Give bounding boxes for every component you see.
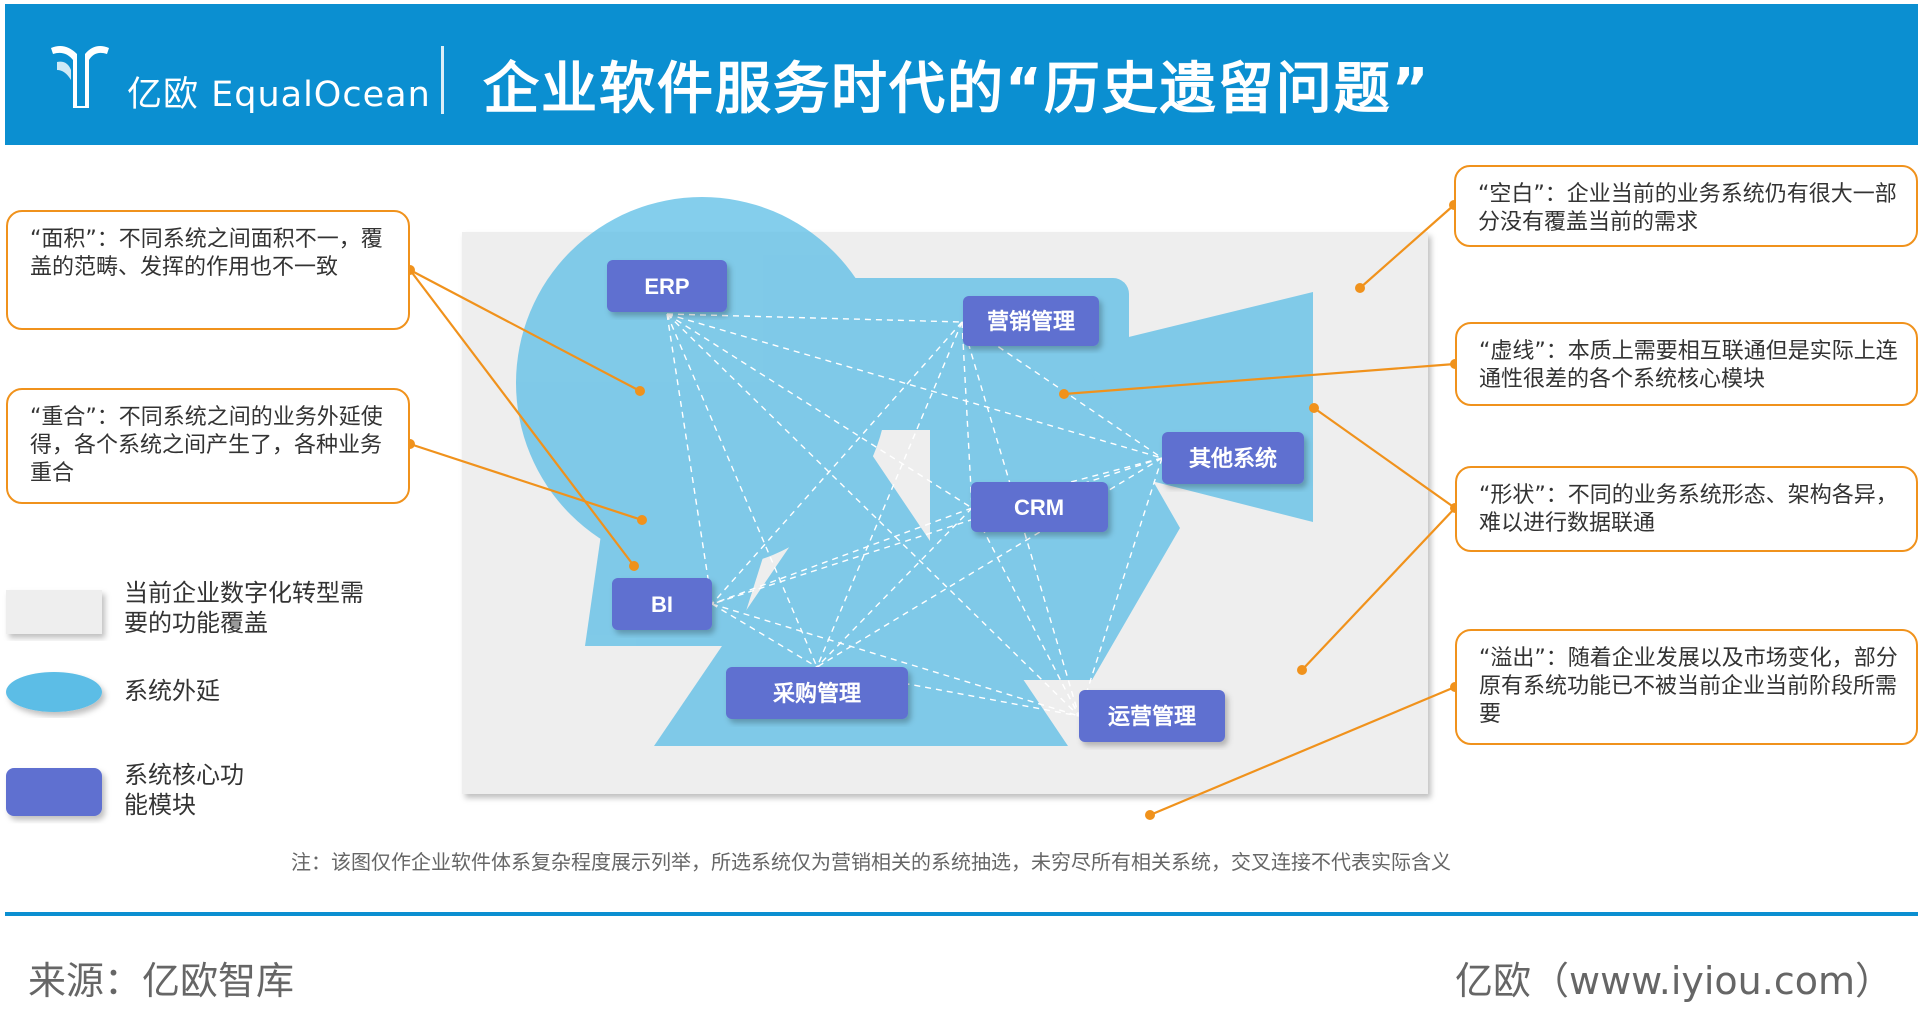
other-module[interactable]: 其他系统 bbox=[1162, 432, 1304, 484]
dashed-link-mkt-other bbox=[961, 321, 1163, 459]
legend-coverage-label: 当前企业数字化转型需要的功能覆盖 bbox=[124, 579, 364, 637]
erp-label: ERP bbox=[644, 274, 689, 299]
dashed-link-erp-crm bbox=[666, 313, 973, 509]
source-label: 来源：亿欧智库 bbox=[28, 959, 295, 1003]
callout-shape: “形状”：不同的业务系统形态、架构各异，难以进行数据联通 bbox=[1455, 466, 1918, 552]
legend-coverage-swatch bbox=[6, 590, 102, 634]
callout-blank: “空白”：企业当前的业务系统仍有很大一部分没有覆盖当前的需求 bbox=[1454, 165, 1918, 247]
callout-area-text: “面积”：不同系统之间面积不一，覆盖的范畴、发挥的作用也不一致 bbox=[30, 227, 383, 280]
erp-module[interactable]: ERP bbox=[607, 260, 727, 312]
dashed-link-mkt-crm bbox=[961, 321, 973, 509]
operations-label: 运营管理 bbox=[1108, 704, 1196, 729]
dashed-link-bi-pur bbox=[711, 603, 818, 668]
dashed-link-mkt-bi bbox=[711, 321, 963, 605]
dashed-link-crm-bi bbox=[711, 507, 973, 605]
footnote: 注：该图仅作企业软件体系复杂程度展示列举，所选系统仅为营销相关的系统抽选，未穷尽… bbox=[291, 850, 1451, 874]
callout-leader-lines bbox=[409, 204, 1456, 817]
brand-logo: 亿欧 EqualOcean bbox=[47, 34, 430, 115]
header-bar: 亿欧 EqualOcean 企业软件服务时代的“历史遗留问题” bbox=[5, 4, 1918, 145]
equalocean-logo-icon bbox=[51, 46, 109, 108]
dashed-link-erp-other bbox=[666, 313, 1163, 459]
callout-shape-text: “形状”：不同的业务系统形态、架构各异，难以进行数据联通 bbox=[1479, 483, 1898, 536]
dashed-connections bbox=[666, 313, 1163, 717]
dashed-link-other-ops bbox=[1078, 457, 1163, 717]
marketing-label: 营销管理 bbox=[987, 309, 1075, 334]
dashed-link-crm-pur bbox=[816, 507, 973, 668]
dashed-link-erp-ops bbox=[666, 313, 1080, 717]
crm-label: CRM bbox=[1014, 495, 1064, 520]
site-label: 亿欧（www.iyiou.com） bbox=[1454, 959, 1893, 1003]
operations-module[interactable]: 运营管理 bbox=[1079, 690, 1225, 742]
legend-extension-swatch bbox=[6, 672, 102, 712]
callout-dashed: “虚线”：本质上需要相互联通但是实际上连通性很差的各个系统核心模块 bbox=[1455, 322, 1918, 406]
bi-label: BI bbox=[651, 592, 673, 617]
purchasing-module[interactable]: 采购管理 bbox=[726, 667, 908, 719]
callout-overlap: “重合”：不同系统之间的业务外延使得，各个系统之间产生了，各种业务重合 bbox=[6, 388, 410, 504]
crm-module[interactable]: CRM bbox=[971, 482, 1108, 532]
legend-core-label: 系统核心功能模块 bbox=[124, 761, 244, 819]
logo-text: 亿欧 EqualOcean bbox=[127, 75, 431, 115]
legend-core-swatch bbox=[6, 768, 102, 816]
dashed-link-erp-bi bbox=[666, 313, 713, 605]
callout-blank-text: “空白”：企业当前的业务系统仍有很大一部分没有覆盖当前的需求 bbox=[1478, 182, 1897, 235]
callout-dashed-text: “虚线”：本质上需要相互联通但是实际上连通性很差的各个系统核心模块 bbox=[1479, 339, 1898, 392]
legend-extension-label: 系统外延 bbox=[124, 677, 220, 705]
callout-area: “面积”：不同系统之间面积不一，覆盖的范畴、发挥的作用也不一致 bbox=[6, 210, 410, 330]
header-divider bbox=[441, 46, 444, 114]
dashed-link-mkt-ops bbox=[961, 321, 1080, 717]
dashed-link-erp-pur bbox=[666, 313, 818, 668]
marketing-module[interactable]: 营销管理 bbox=[963, 296, 1099, 346]
dashed-link-crm-ops bbox=[971, 507, 1080, 717]
footer-divider bbox=[5, 912, 1918, 916]
bi-module[interactable]: BI bbox=[612, 578, 712, 630]
other-label: 其他系统 bbox=[1189, 446, 1277, 471]
callout-overlap-text: “重合”：不同系统之间的业务外延使得，各个系统之间产生了，各种业务重合 bbox=[30, 405, 383, 486]
dashed-link-bi-ops bbox=[711, 603, 1080, 717]
page-title: 企业软件服务时代的“历史遗留问题” bbox=[483, 57, 1431, 122]
dashed-link-mkt-pur bbox=[816, 321, 963, 668]
callout-overflow: “溢出”：随着企业发展以及市场变化，部分原有系统功能已不被当前企业当前阶段所需要 bbox=[1455, 629, 1918, 745]
purchasing-label: 采购管理 bbox=[773, 681, 861, 706]
dashed-link-erp-mkt bbox=[666, 313, 963, 323]
callout-overflow-text: “溢出”：随着企业发展以及市场变化，部分原有系统功能已不被当前企业当前阶段所需要 bbox=[1479, 646, 1898, 727]
